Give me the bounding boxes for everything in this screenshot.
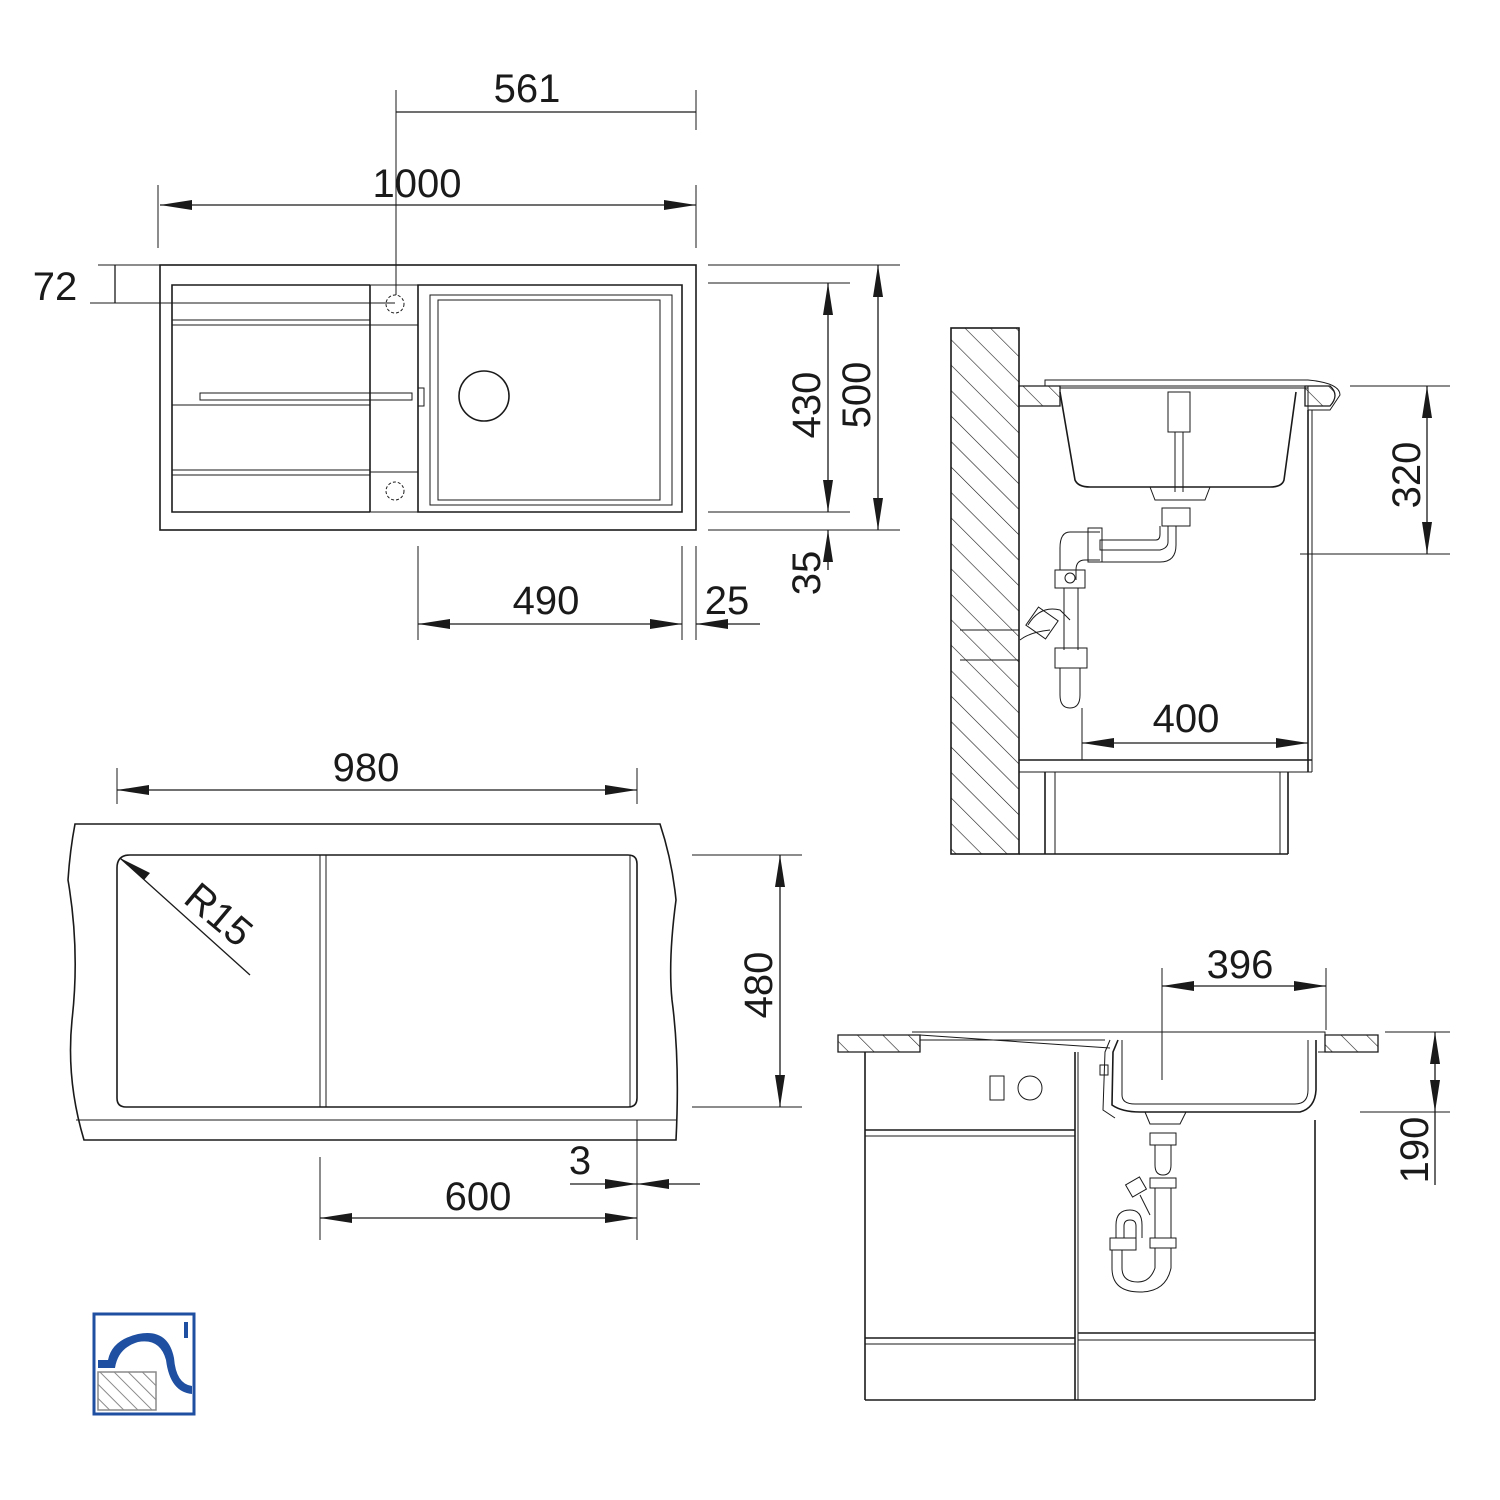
worktop-piece [67,823,679,1141]
cutout-outline [116,854,638,1108]
inset-mounting-icon [92,1312,196,1416]
dim-1000: 1000 [373,162,462,206]
sink-outline [159,264,697,531]
cabinet [864,1052,1316,1401]
wall [950,327,1020,855]
tap-hole-icon [385,294,405,314]
sink-profile [912,1031,1326,1125]
dim-72: 72 [33,265,78,309]
drain-icon [458,370,510,422]
dim-980: 980 [333,746,400,790]
dim-320: 320 [1385,442,1429,509]
dim-430: 430 [785,372,829,439]
dim-396: 396 [1207,943,1274,987]
tap-hole-icon [385,481,405,501]
dim-600: 600 [445,1175,512,1219]
overflow-icon [417,387,425,407]
sink-profile [1044,379,1341,501]
dim-25: 25 [705,579,750,623]
dim-190: 190 [1393,1117,1437,1184]
bowl [417,284,683,513]
dim-r15: R15 [176,875,261,956]
cabinet [1019,410,1313,855]
drainer [171,284,425,513]
dim-400: 400 [1153,697,1220,741]
side-view: 320 400 [950,327,1450,855]
dim-35: 35 [785,551,829,596]
front-view: 396 190 [837,943,1450,1401]
drain-pipe [960,507,1191,709]
worktop [1018,385,1061,407]
dim-500: 500 [835,362,879,429]
drain-pipe [1109,1132,1177,1293]
cutout-view: 980 R15 480 3 600 [67,746,802,1240]
dim-480: 480 [737,952,781,1019]
worktop [837,1034,921,1053]
appliance-knob-icon [1017,1075,1043,1101]
top-view: 561 1000 72 430 500 35 490 25 [33,67,900,640]
dim-561: 561 [494,67,561,111]
appliance-button-icon [989,1075,1005,1101]
dim-490: 490 [513,579,580,623]
dim-3: 3 [569,1139,591,1183]
